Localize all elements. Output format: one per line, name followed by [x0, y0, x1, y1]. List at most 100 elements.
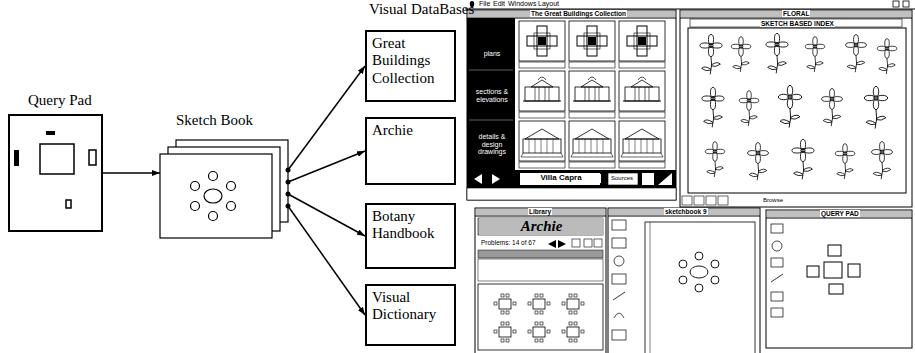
sketchbook-window-part: [612, 274, 626, 284]
sketchbook-stack-part: [191, 202, 200, 211]
sketchbook-window-part: [608, 208, 760, 353]
query-pad-window-part: [771, 308, 783, 317]
sketchbook-window-part: [695, 252, 703, 260]
sketchbook-stack-part: [209, 212, 218, 221]
floral-window-part: [822, 89, 843, 127]
sketchbook-stack-part: [191, 182, 200, 191]
sketchbook-stack-part: [204, 189, 222, 203]
panel-heading: SKETCH BASED INDEX: [760, 20, 835, 27]
great-buildings-window-part-part: [569, 71, 615, 111]
floral-window-part: [739, 91, 759, 126]
library-window-part: [558, 240, 566, 248]
sketchbook-stack-part: [227, 182, 236, 191]
query-pad-window-part: [766, 218, 912, 219]
great-buildings-window-part-part: [623, 77, 661, 101]
connector-dot: [286, 204, 291, 209]
floral-window-part: [702, 87, 724, 127]
library-window-part: [478, 259, 603, 281]
query-pad-window-part: [828, 245, 841, 256]
great-buildings-window-part: [467, 10, 676, 200]
node-label: Great Buildings Collection: [367, 32, 454, 90]
sketchbook-window-part: [650, 222, 651, 353]
connector-group: [103, 173, 160, 174]
sketchbook-stack: [160, 140, 288, 238]
floral-window: [680, 10, 912, 207]
great-buildings-window-part: [519, 21, 665, 168]
great-buildings-window-part: [492, 174, 500, 184]
menu-item: Layout: [537, 0, 560, 8]
great-buildings-window-part-part: [569, 121, 615, 161]
status-text: Problems: 14 of 67: [480, 239, 537, 246]
window-title: The Great Buildings Collection: [530, 10, 627, 17]
sketchbook-window-part: [679, 260, 687, 268]
query-sketch-part: [46, 131, 55, 135]
great-buildings-window-part-part: [627, 26, 657, 56]
query-pad-window-part: [807, 266, 819, 277]
menu-item: File: [478, 0, 491, 8]
great-buildings-window-part-part: [569, 62, 615, 68]
sketchbook-window-part: [614, 256, 624, 266]
sketchbook-window-part: [645, 222, 755, 353]
floral-window-part: [705, 142, 725, 177]
sketchbook-stack-part: [160, 154, 272, 238]
menu-bar-part: [465, 0, 915, 9]
floral-window-part: [682, 196, 692, 205]
floral-window-part: [680, 18, 912, 19]
sketchbook-window-part: [690, 266, 708, 278]
query-pad-window-part: [848, 264, 860, 277]
library-window-part: [475, 216, 606, 217]
great-buildings-window: [467, 10, 676, 200]
node-heading: Sketch Book: [176, 112, 253, 129]
great-buildings-window-part-part: [619, 62, 665, 68]
query-pad-window-part: [766, 210, 912, 348]
database-box: Visual Dictionary: [365, 284, 456, 346]
connector-arrow: [103, 172, 160, 174]
query-pad-window-part: [824, 262, 842, 278]
library-window-part: [478, 284, 603, 350]
floral-window-part: [694, 196, 704, 205]
library-window-part: [572, 239, 580, 247]
query-pad-box: Query Pad: [8, 114, 103, 232]
floral-window-part: [690, 19, 902, 27]
great-buildings-window-part-part: [569, 162, 615, 168]
sketchbook-stack-part: [209, 172, 218, 181]
window-title: FLORAL: [782, 10, 810, 17]
library-window-part: [478, 250, 603, 258]
library-window: [475, 208, 606, 353]
button-label: Sources: [610, 175, 634, 182]
database-box: Great Buildings Collection: [365, 30, 456, 102]
floral-window-part: [718, 196, 728, 205]
great-buildings-window-part: [608, 173, 638, 185]
connector-dot: [286, 168, 291, 173]
floral-window-part: [846, 35, 867, 73]
node-label: Botany Handbook: [367, 205, 454, 246]
sketchbook-window-part: [711, 276, 719, 284]
sketchbook-window-part: [612, 238, 626, 248]
node-label: Archie: [367, 119, 454, 142]
sidebar-label: sections & elevations: [469, 88, 515, 103]
great-buildings-window-part: [469, 120, 513, 121]
connector-group: [286, 192, 366, 237]
sketch-book-stack: Sketch Book: [160, 138, 288, 238]
connector-arrow: [288, 206, 365, 315]
great-buildings-window-part-part: [577, 26, 607, 56]
great-buildings-window-part-part: [519, 71, 565, 111]
great-buildings-window-part: [467, 18, 515, 170]
great-buildings-window-part-part: [619, 121, 665, 161]
record-name: Villa Capra: [521, 174, 601, 183]
sketchbook-window-part: [711, 260, 719, 268]
floral-window-part: [731, 37, 751, 72]
great-buildings-window-part-part: [519, 21, 565, 61]
sketchbook-window-part: [679, 276, 687, 284]
library-window-part: [562, 322, 584, 342]
great-buildings-window-part-part: [573, 77, 611, 101]
query-pad-window-part: [771, 292, 783, 301]
great-buildings-window-part: [474, 174, 482, 184]
database-box: Archie: [365, 117, 456, 185]
sidebar-label: details & design drawings: [469, 133, 515, 156]
great-buildings-window-part-part: [569, 112, 615, 118]
library-window-part: [475, 208, 606, 353]
menu-item: Windows: [507, 0, 537, 8]
